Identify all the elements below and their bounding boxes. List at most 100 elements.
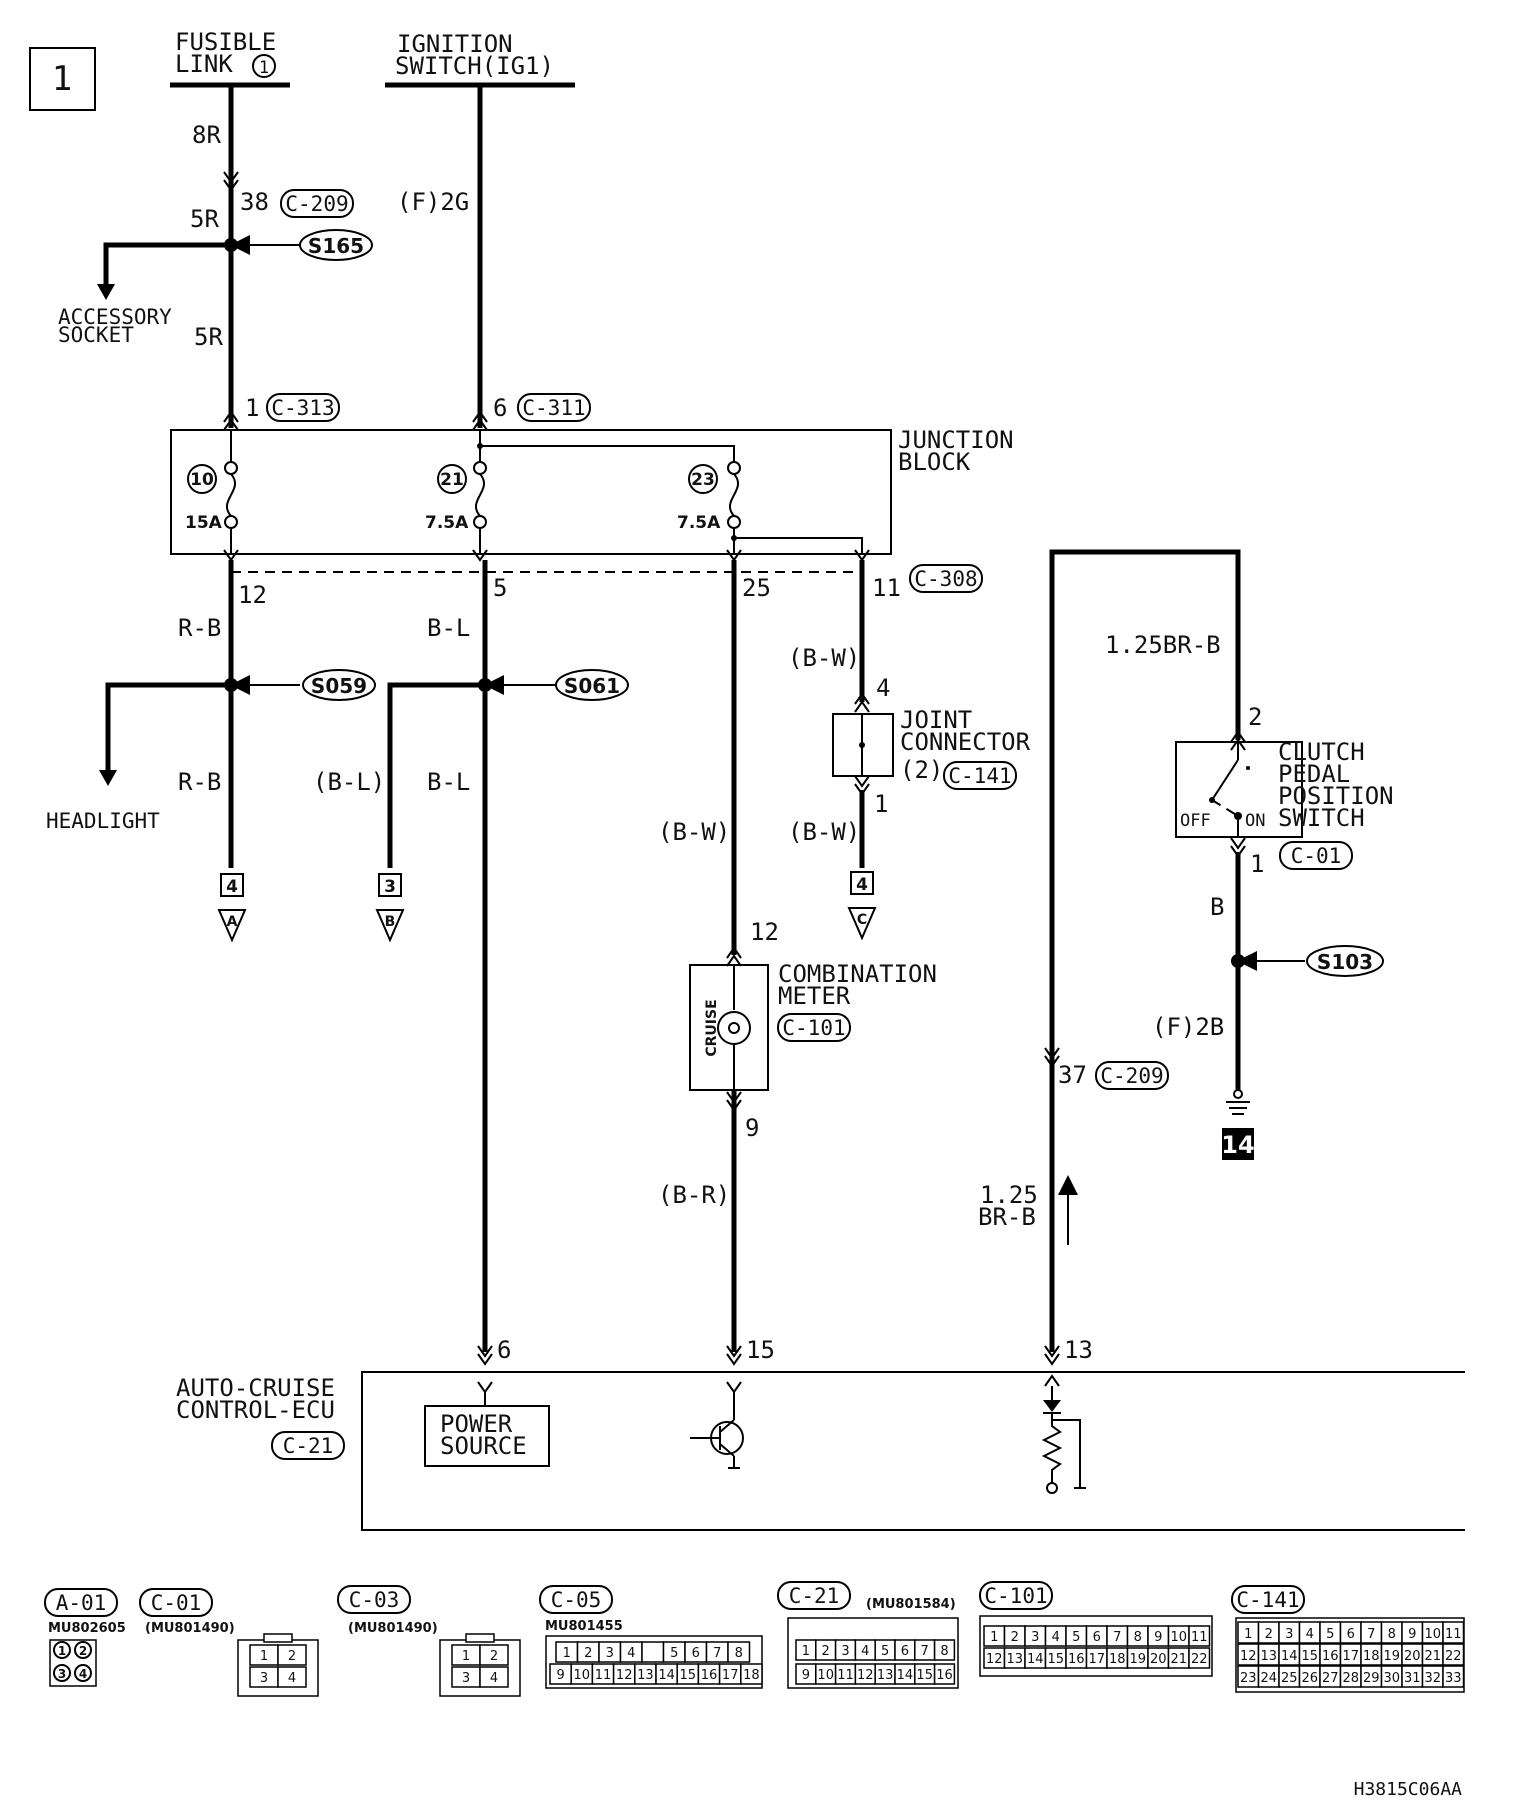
wire-ignition-to-jb: (F)2G 6 (397, 85, 507, 431)
legend-pin: 5 (1326, 1627, 1334, 1642)
legend-pin: 7 (921, 1644, 929, 1659)
legend-id: C-01 (151, 1591, 202, 1615)
legend-pin: 19 (1129, 1652, 1146, 1667)
fuse-23: 23 7.5A (477, 443, 863, 554)
ground-point-14: 14 (1221, 1131, 1254, 1159)
legend-pin: 6 (1347, 1627, 1355, 1642)
splice-s061: S061 (564, 674, 620, 698)
svg-text:C-313: C-313 (271, 396, 334, 420)
connector-c209-top: C-209 (280, 189, 354, 218)
wire-color-BL-2: B-L (427, 768, 470, 796)
clutch-switch-label-4: SWITCH (1278, 804, 1365, 832)
legend-pin: 4 (288, 1671, 296, 1686)
legend-pin: 8 (735, 1646, 743, 1661)
wire-bw-meter: 25 (B-W) 12 9 (B-R) 15 (658, 560, 779, 1366)
wire-color-8R: 8R (192, 121, 221, 149)
ignition-switch-label: IGNITION (397, 30, 513, 58)
legend-pin: 2 (79, 1644, 87, 1658)
connector-c313: C-313 (266, 393, 340, 422)
pin-F2G: (F)2G (397, 188, 469, 216)
fuse-10: 10 15A (185, 430, 238, 554)
junction-block: JUNCTION BLOCK 10 15A 21 7.5A (170, 426, 1014, 562)
wire-color-BL: B-L (427, 614, 470, 642)
legend-pin: 14 (897, 1668, 914, 1683)
figure-code: H3815C06AA (1354, 1779, 1463, 1800)
legend-id: A-01 (56, 1591, 107, 1615)
clutch-switch-label-2: PEDAL (1278, 760, 1350, 788)
pin-11: 11 (872, 574, 901, 602)
wire-color-BW-3: (B-W) (658, 818, 730, 846)
legend-pin: 18 (1109, 1652, 1126, 1667)
ecu-pin-6: 6 (497, 1336, 511, 1364)
legend-pin: 20 (1404, 1649, 1421, 1664)
wire-color-BW: (B-W) (788, 644, 860, 672)
connector-c21: C-21 (283, 1434, 334, 1458)
legend-pin: 19 (1383, 1649, 1400, 1664)
legend-pin: 16 (936, 1668, 953, 1683)
fuse-21: 21 7.5A (425, 430, 487, 554)
legend-pin: 15 (916, 1668, 933, 1683)
legend-pin: 10 (1170, 1630, 1187, 1645)
legend-pin: 2 (1265, 1627, 1273, 1642)
legend-id: C-05 (551, 1588, 602, 1612)
wire-color-BRB: BR-B (978, 1203, 1036, 1231)
page-number: 1 (52, 59, 72, 99)
legend-pin: 6 (692, 1646, 700, 1661)
legend-pin: 14 (658, 1668, 675, 1683)
ecu-pin-13: 13 (1064, 1336, 1093, 1364)
combination-meter: CRUISE COMBINATION METER C-101 (689, 960, 937, 1091)
legend-pin: 1 (58, 1644, 66, 1658)
svg-text:7.5A: 7.5A (677, 513, 721, 533)
legend-pin: 18 (743, 1668, 760, 1683)
legend-pin: 11 (837, 1668, 854, 1683)
legend-id: C-141 (1236, 1588, 1299, 1612)
combination-meter-label-2: METER (778, 982, 851, 1010)
pin-6: 6 (493, 394, 507, 422)
wire-color-5R: 5R (190, 205, 219, 233)
legend-pin: 13 (1260, 1649, 1277, 1664)
legend-pin: 1 (260, 1649, 268, 1664)
svg-text:A: A (227, 914, 238, 930)
svg-text:C-311: C-311 (522, 396, 585, 420)
legend-pin: 2 (288, 1649, 296, 1664)
meter-pin-12: 12 (750, 918, 779, 946)
wire-color-B: B (1210, 893, 1224, 921)
legend-pin: 11 (595, 1668, 612, 1683)
wire-color-BL-paren: (B-L) (313, 768, 385, 796)
legend-pin: 3 (1285, 1627, 1293, 1642)
legend-pin: 9 (556, 1668, 564, 1683)
meter-pin-9: 9 (745, 1114, 759, 1142)
legend-part-number: (MU801490) (145, 1621, 235, 1636)
wire-color-5R-2: 5R (194, 323, 223, 351)
power-source-label-2: SOURCE (440, 1432, 527, 1460)
legend-pin: 27 (1322, 1671, 1339, 1686)
wire-rb-headlight: 12 R-B R-B S059 HEADLIGHT (46, 560, 376, 868)
legend-pin: 14 (1281, 1649, 1298, 1664)
legend-pin: 3 (841, 1644, 849, 1659)
power-source-label: POWER (440, 1410, 513, 1438)
svg-text:21: 21 (440, 470, 464, 490)
legend-pin: 10 (817, 1668, 834, 1683)
ecu-label-2: CONTROL-ECU (176, 1396, 335, 1424)
wire-fusible-to-jb: 8R 38 5R 5R 1 S165 ACCESSORY SOCKET (58, 85, 373, 431)
wire-color-RB-2: R-B (178, 768, 221, 796)
svg-text:23: 23 (691, 470, 715, 490)
accessory-socket-label: ACCESSORY (58, 305, 172, 329)
pin-1: 1 (245, 394, 259, 422)
legend-pin: 22 (1191, 1652, 1208, 1667)
legend-pin: 17 (1088, 1652, 1105, 1667)
svg-text:B: B (385, 914, 396, 930)
connector-c101: C-101 (782, 1016, 845, 1040)
legend-pin: 29 (1363, 1671, 1380, 1686)
legend-part-number: (MU801584) (866, 1597, 956, 1612)
wire-bl-ecu: 5 B-L B-L (B-L) S061 6 (313, 560, 629, 1366)
legend-pin: 3 (462, 1671, 470, 1686)
clutch-pedal-switch: OFF ON CLUTCH PEDAL POSITION SWITCH C-01 (1175, 738, 1394, 870)
svg-text:15A: 15A (185, 513, 223, 533)
svg-text:10: 10 (190, 470, 214, 490)
svg-text:C-209: C-209 (285, 192, 348, 216)
pin-5: 5 (493, 574, 507, 602)
cruise-lamp-label: CRUISE (704, 999, 720, 1056)
